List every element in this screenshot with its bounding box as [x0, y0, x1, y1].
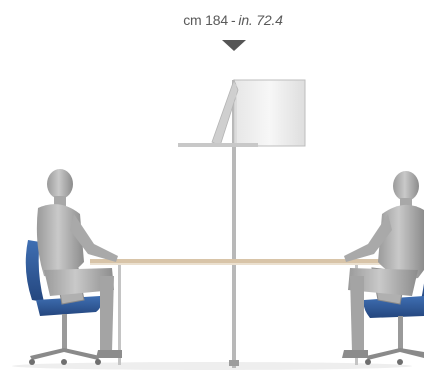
- lamp-pole-base: [229, 360, 239, 366]
- right-seated-person: [342, 171, 424, 365]
- left-seated-person: [25, 169, 122, 365]
- dimension-separator: -: [230, 12, 236, 28]
- height-dimension-label: cm 184-in. 72.4: [0, 12, 424, 28]
- imperial-height: in. 72.4: [238, 12, 283, 28]
- lamp-pole: [232, 80, 236, 368]
- desk-top: [90, 259, 386, 263]
- metric-height: cm 184: [183, 12, 228, 28]
- desk-leg-left: [118, 265, 121, 365]
- desk: [90, 259, 386, 365]
- floor-shadow: [12, 362, 412, 370]
- height-marker-triangle: [222, 40, 246, 51]
- divider-screen-panel: [178, 78, 306, 147]
